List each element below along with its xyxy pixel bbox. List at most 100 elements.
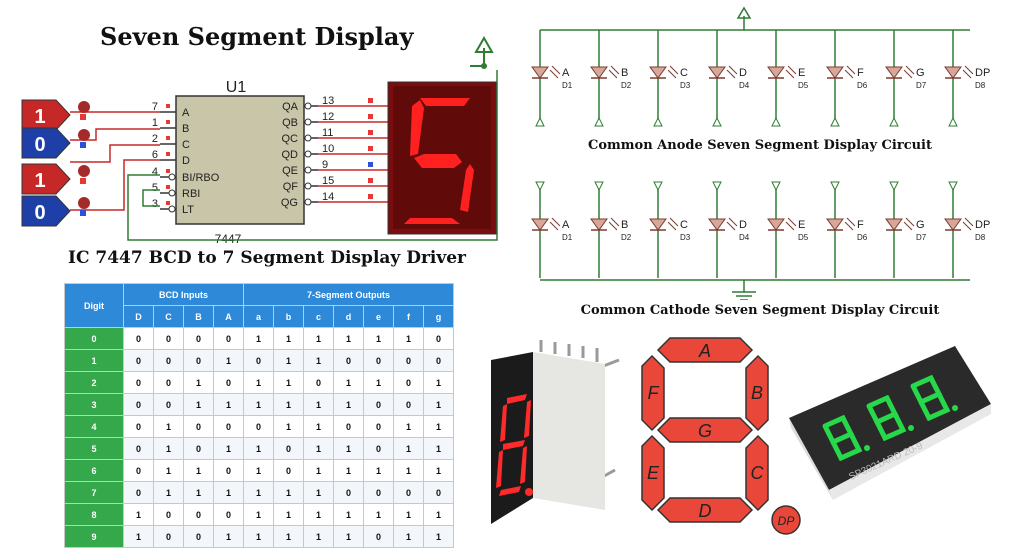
input-value: 1 xyxy=(34,170,45,192)
value-cell: 1 xyxy=(303,525,334,548)
value-cell: 0 xyxy=(393,371,424,394)
input-value: 1 xyxy=(34,106,45,128)
digit-cell: 3 xyxy=(64,393,124,416)
segment-outputs-header: 7-Segment Outputs xyxy=(243,283,454,306)
schematic-seven-segment-display xyxy=(387,81,497,235)
led-label: A xyxy=(562,219,570,231)
led-ref: D2 xyxy=(621,81,632,90)
led-label: E xyxy=(798,219,805,231)
pin-label: C xyxy=(182,139,190,151)
logic-input-2[interactable]: 1 xyxy=(20,162,90,195)
digit-cell: 9 xyxy=(64,525,124,548)
pin-number: 1 xyxy=(152,117,158,129)
value-cell: 1 xyxy=(393,415,424,438)
digit-cell: 6 xyxy=(64,459,124,482)
value-cell: 1 xyxy=(243,459,274,482)
value-cell: 1 xyxy=(333,371,364,394)
led-ref: D3 xyxy=(680,233,691,242)
segment-c xyxy=(745,434,769,512)
digit-header: Digit xyxy=(64,283,124,328)
value-cell: 0 xyxy=(123,327,154,350)
label-b: B xyxy=(751,383,763,403)
value-cell: 1 xyxy=(183,459,214,482)
logic-input-1[interactable]: 0 xyxy=(20,126,90,159)
bcd-inputs-header: BCD Inputs xyxy=(123,283,244,306)
value-cell: 1 xyxy=(273,503,304,526)
value-cell: 1 xyxy=(273,415,304,438)
value-cell: 0 xyxy=(333,415,364,438)
value-cell: 0 xyxy=(393,481,424,504)
column-header: b xyxy=(273,305,304,328)
cathode-led-dp: DP D8 xyxy=(944,181,990,278)
led-ref: D8 xyxy=(975,233,986,242)
value-cell: 1 xyxy=(423,393,454,416)
value-cell: 1 xyxy=(243,503,274,526)
column-header: D xyxy=(123,305,154,328)
column-header: e xyxy=(363,305,394,328)
value-cell: 0 xyxy=(363,525,394,548)
value-cell: 1 xyxy=(393,437,424,460)
value-cell: 1 xyxy=(333,437,364,460)
value-cell: 1 xyxy=(213,349,244,372)
value-cell: 1 xyxy=(303,437,334,460)
value-cell: 1 xyxy=(303,327,334,350)
segment-e xyxy=(641,434,665,512)
value-cell: 1 xyxy=(423,503,454,526)
column-header: g xyxy=(423,305,454,328)
pin-label: LT xyxy=(182,204,194,216)
value-cell: 1 xyxy=(363,327,394,350)
value-cell: 0 xyxy=(123,393,154,416)
value-cell: 0 xyxy=(243,415,274,438)
label-e: E xyxy=(647,463,660,483)
cathode-led-b: BD2 xyxy=(590,181,632,278)
cathode-led-e: ED5 xyxy=(767,181,809,278)
value-cell: 0 xyxy=(183,327,214,350)
value-cell: 1 xyxy=(153,459,184,482)
value-cell: 1 xyxy=(303,481,334,504)
value-cell: 1 xyxy=(393,459,424,482)
pin-number: 5 xyxy=(152,182,158,194)
logic-input-0[interactable]: 1 xyxy=(20,98,90,131)
value-cell: 1 xyxy=(213,525,244,548)
cathode-led-f: FD6 xyxy=(826,181,868,278)
ic-part: 7447 xyxy=(215,232,242,246)
label-c: C xyxy=(751,463,765,483)
pin-label: D xyxy=(182,155,190,167)
value-cell: 0 xyxy=(333,481,364,504)
value-cell: 1 xyxy=(303,459,334,482)
led-label: E xyxy=(798,67,805,79)
label-f: F xyxy=(648,383,660,403)
logic-input-3[interactable]: 0 xyxy=(20,194,90,227)
value-cell: 1 xyxy=(393,525,424,548)
value-cell: 0 xyxy=(393,393,424,416)
led-ref: D8 xyxy=(975,81,986,90)
value-cell: 1 xyxy=(333,525,364,548)
value-cell: 0 xyxy=(153,393,184,416)
value-cell: 0 xyxy=(423,327,454,350)
value-cell: 0 xyxy=(183,349,214,372)
value-cell: 0 xyxy=(153,525,184,548)
pin-label: BI/RBO xyxy=(182,172,220,184)
value-cell: 1 xyxy=(213,393,244,416)
value-cell: 0 xyxy=(123,437,154,460)
ground-symbol xyxy=(732,291,756,300)
value-cell: 1 xyxy=(243,393,274,416)
value-cell: 0 xyxy=(423,481,454,504)
segment-a xyxy=(656,337,754,363)
pin-label: A xyxy=(182,107,190,119)
led-label: DP xyxy=(975,219,990,231)
pin-label: RBI xyxy=(182,188,200,200)
label-g: G xyxy=(698,421,712,441)
value-cell: 0 xyxy=(333,349,364,372)
value-cell: 1 xyxy=(363,371,394,394)
value-cell: 1 xyxy=(423,415,454,438)
value-cell: 1 xyxy=(363,503,394,526)
value-cell: 0 xyxy=(303,371,334,394)
